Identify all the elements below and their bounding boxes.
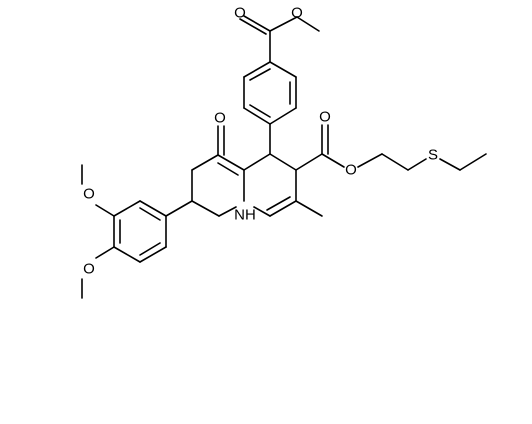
bond	[407, 158, 427, 171]
bond	[139, 207, 161, 221]
bond	[113, 246, 141, 263]
bond	[191, 200, 220, 217]
bond	[249, 104, 271, 118]
bond	[243, 15, 271, 32]
ester-carbonyl-oxygen-right: O	[319, 109, 331, 126]
ester-carbonyl-oxygen-top: O	[234, 5, 246, 22]
bond	[165, 200, 193, 217]
bond	[269, 200, 297, 217]
bond	[357, 153, 383, 168]
bonds	[81, 15, 487, 299]
bond	[139, 246, 167, 263]
bond	[217, 154, 245, 171]
ring-nitrogen-nh: NH	[234, 207, 256, 224]
thioether-sulfur: S	[428, 147, 438, 164]
bond	[269, 107, 297, 125]
bond	[381, 153, 409, 171]
bond	[95, 204, 115, 217]
bond	[113, 200, 141, 217]
bond	[243, 153, 271, 171]
bond	[295, 200, 323, 217]
ketone-oxygen: O	[214, 110, 226, 127]
bond	[266, 196, 291, 211]
bond	[243, 61, 271, 78]
bond	[239, 18, 267, 35]
bond	[253, 206, 271, 217]
bond	[439, 158, 461, 171]
bond	[191, 154, 219, 171]
bond	[269, 61, 297, 78]
bond	[95, 246, 115, 259]
atom-labels: O O O O O S NH O O	[83, 5, 438, 278]
bond	[321, 153, 345, 168]
bond	[249, 68, 271, 81]
methoxy-oxygen-lower: O	[83, 261, 95, 278]
bond	[139, 242, 161, 256]
bond	[243, 107, 271, 125]
bond	[218, 206, 237, 217]
bond	[217, 162, 239, 176]
ester-methoxy-oxygen-top: O	[291, 5, 303, 22]
methoxy-oxygen-upper: O	[83, 186, 95, 203]
bond	[295, 153, 323, 171]
bond	[269, 16, 298, 32]
bond	[139, 200, 167, 217]
ester-alkoxy-oxygen-right: O	[345, 162, 357, 179]
bond	[459, 153, 487, 171]
bond	[269, 153, 297, 171]
bond	[296, 16, 320, 32]
